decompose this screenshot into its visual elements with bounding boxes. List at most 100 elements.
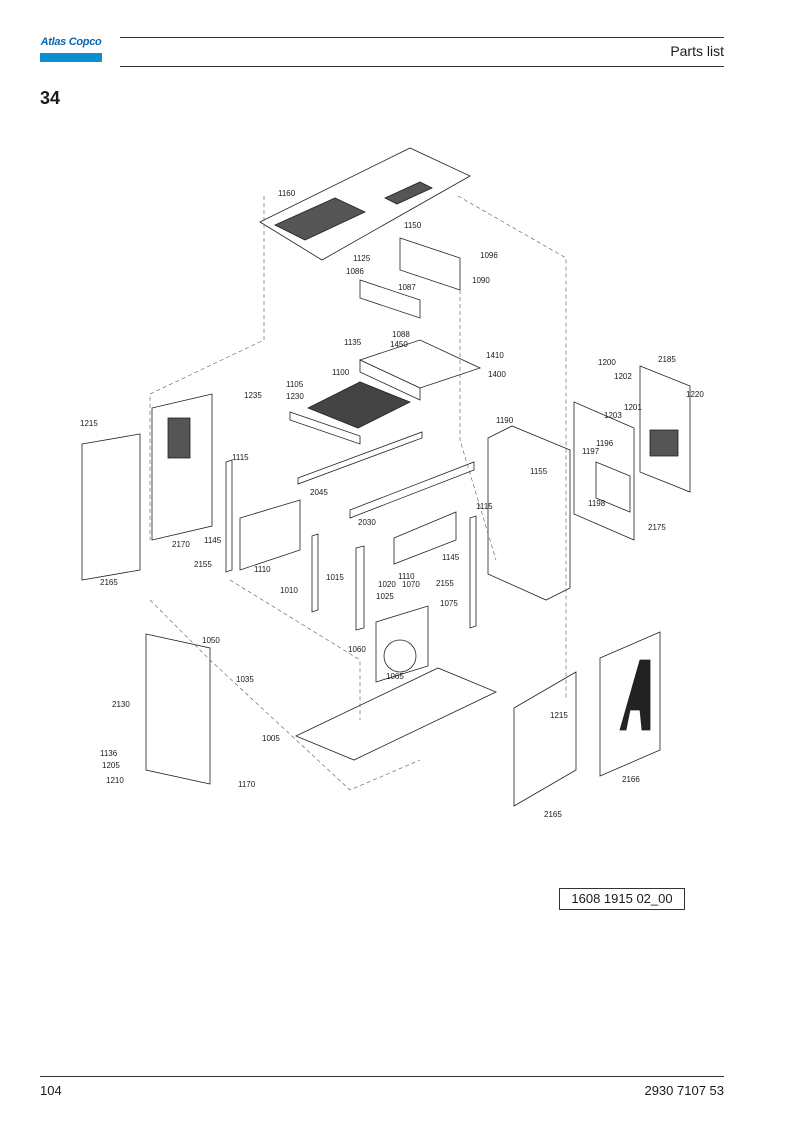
callout-1200: 1200: [598, 358, 616, 367]
callout-1087: 1087: [398, 283, 416, 292]
upright-2155-left: [225, 459, 233, 573]
panel-2185-grille: [649, 429, 679, 457]
door-window: [595, 461, 631, 513]
callout-1015: 1015: [326, 573, 344, 582]
logo-bar: [40, 53, 102, 62]
header-bottom-rule: [120, 66, 724, 67]
callout-1086: 1086: [346, 267, 364, 276]
callout-1201: 1201: [624, 403, 642, 412]
callout-1025: 1025: [376, 592, 394, 601]
callout-1190: 1190: [496, 416, 514, 425]
callout-2185: 2185: [658, 355, 676, 364]
callout-2166: 2166: [622, 775, 640, 784]
callout-2165-right: 2165: [544, 810, 562, 819]
callout-2130: 2130: [112, 700, 130, 709]
atlas-copco-logo: Atlas Copco: [40, 36, 102, 66]
panel-1110-right: [393, 511, 457, 565]
callout-2175: 2175: [648, 523, 666, 532]
callout-1090: 1090: [472, 276, 490, 285]
header-title: Parts list: [670, 43, 724, 59]
callout-1203: 1203: [604, 411, 622, 420]
base-frame-1005: [295, 667, 497, 761]
tray-1400-front: [359, 359, 421, 401]
footer-document-number: 2930 7107 53: [644, 1083, 724, 1098]
callout-1010: 1010: [280, 586, 298, 595]
callout-1020: 1020: [378, 580, 396, 589]
panel-2166-logo-a: [619, 659, 651, 731]
callout-1220: 1220: [686, 390, 704, 399]
callout-1136: 1136: [100, 749, 118, 758]
callout-1105: 1105: [286, 380, 304, 389]
drawing-reference: 1608 1915 02_00: [559, 888, 685, 910]
dashed-guide-4: [459, 290, 497, 561]
brand-name: Atlas Copco: [40, 36, 102, 48]
fan-disc: [383, 639, 417, 673]
callout-1096: 1096: [480, 251, 498, 260]
callout-1160: 1160: [278, 189, 296, 198]
rail-2030: [349, 461, 475, 519]
callout-1035: 1035: [236, 675, 254, 684]
callout-1215-right: 1215: [550, 711, 568, 720]
callout-1170: 1170: [238, 780, 256, 789]
callout-1115-right: 1115: [476, 502, 493, 511]
front-panel-2130: [145, 633, 211, 785]
upright-1010: [311, 533, 319, 613]
callout-1196: 1196: [596, 439, 614, 448]
callout-1075: 1075: [440, 599, 458, 608]
callout-2155-right: 2155: [436, 579, 454, 588]
top-cover-grille: [274, 197, 366, 241]
callout-1115-left: 1115: [232, 453, 249, 462]
callout-1450: 1450: [390, 340, 408, 349]
callout-1230: 1230: [286, 392, 304, 401]
dashed-guide-5: [229, 579, 361, 720]
upright-2155-right: [469, 515, 477, 629]
section-number: 34: [40, 88, 61, 108]
header-top-rule: [120, 37, 724, 38]
callout-1050: 1050: [202, 636, 220, 645]
callout-2045: 2045: [310, 488, 328, 497]
callout-2170: 2170: [172, 540, 190, 549]
callout-1005: 1005: [262, 734, 280, 743]
callout-1145-right: 1145: [442, 553, 460, 562]
callout-1060: 1060: [348, 645, 366, 654]
panel-2170-grille: [167, 417, 191, 459]
callout-1215-left: 1215: [80, 419, 98, 428]
top-cover-grille-2: [384, 181, 433, 205]
dashed-guide-3: [149, 599, 421, 791]
bracket-box-1087: [359, 279, 421, 319]
grille-1100: [307, 381, 411, 429]
panel-2185: [639, 365, 691, 493]
panel-2165-left: [81, 433, 141, 581]
callout-labels: 1160 1150 1125 1096 1086 1090 1087 1088 …: [80, 189, 704, 819]
callout-1400: 1400: [488, 370, 506, 379]
callout-1155: 1155: [530, 467, 548, 476]
callout-2165-left: 2165: [100, 578, 118, 587]
callout-1202: 1202: [614, 372, 632, 381]
callout-1205: 1205: [102, 761, 120, 770]
callout-2030: 2030: [358, 518, 376, 527]
callout-1135: 1135: [344, 338, 362, 347]
callout-1070: 1070: [402, 580, 420, 589]
callout-1110-left: 1110: [254, 565, 271, 574]
footer-page-number: 104: [40, 1083, 62, 1098]
callout-1210: 1210: [106, 776, 124, 785]
panel-1110-left: [239, 499, 301, 571]
upright-1020: [355, 545, 365, 631]
callout-1198: 1198: [588, 499, 606, 508]
callout-1150: 1150: [404, 221, 422, 230]
callout-1125: 1125: [353, 254, 371, 263]
panel-2170: [151, 393, 213, 541]
top-cover-shape: [259, 147, 471, 261]
panel-2165-right: [513, 671, 577, 807]
callout-1110-right: 1110: [398, 572, 415, 581]
callout-1065: 1065: [386, 672, 404, 681]
callout-1197: 1197: [582, 447, 600, 456]
footer-rule: [40, 1076, 724, 1077]
callout-1145-left: 1145: [204, 536, 222, 545]
callout-1235: 1235: [244, 391, 262, 400]
callout-1410: 1410: [486, 351, 504, 360]
cabinet-1190: [487, 425, 571, 601]
callout-2155-left: 2155: [194, 560, 212, 569]
callout-1100: 1100: [332, 368, 350, 377]
dashed-guide-1: [149, 196, 265, 540]
